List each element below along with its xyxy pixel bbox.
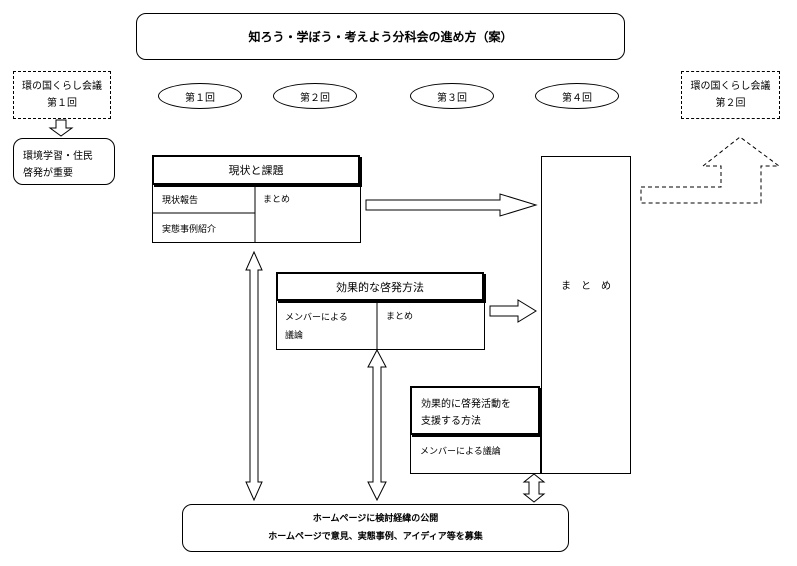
right-meeting-line1: 環の国くらし会議	[690, 81, 771, 92]
effective-summary-label: まとめ	[386, 312, 414, 322]
current-issues-header: 現状と課題	[152, 155, 360, 185]
current-case-label: 実態事例紹介	[162, 225, 217, 235]
current-report-label: 現状報告	[162, 196, 199, 206]
left-note-line2: 啓発が重要	[23, 168, 73, 179]
session-oval-3: 第３回	[410, 83, 494, 109]
effective-members-line2: 議論	[285, 331, 304, 341]
double-arrow-right-icon	[522, 473, 546, 503]
effective-members-cell: メンバーによる 議論	[285, 309, 348, 345]
support-method-header: 効果的に啓発活動を 支援する方法	[410, 386, 540, 435]
current-report-cell: 現状報告	[162, 193, 198, 206]
current-issues-title: 現状と課題	[228, 164, 284, 177]
left-meeting-box: 環の国くらし会議 第１回	[13, 71, 111, 119]
session-label-2: 第２回	[300, 92, 330, 104]
double-arrow-middle-icon	[367, 348, 387, 502]
right-arrow-effective-icon	[489, 299, 537, 323]
session-label-4: 第４回	[562, 92, 592, 104]
support-method-line1: 効果的に啓発活動を	[421, 399, 511, 410]
title-box: 知ろう・学ぼう・考えよう分科会の進め方（案）	[136, 13, 625, 60]
double-arrow-left-icon	[245, 250, 263, 502]
left-note-box: 環境学習・住民 啓発が重要	[13, 138, 115, 185]
support-members-label: メンバーによる議論	[420, 447, 501, 457]
session-label-3: 第３回	[437, 92, 467, 104]
support-members-cell: メンバーによる議論	[420, 444, 501, 457]
bent-dashed-arrow-icon	[640, 136, 781, 204]
down-arrow-icon	[48, 119, 74, 137]
effective-members-line1: メンバーによる	[285, 313, 348, 323]
effective-method-title: 効果的な啓発方法	[336, 280, 424, 294]
support-method-line2: 支援する方法	[421, 416, 481, 427]
page-title: 知ろう・学ぼう・考えよう分科会の進め方（案）	[248, 30, 513, 44]
current-case-cell: 実態事例紹介	[162, 222, 216, 235]
footer-line2: ホームページで意見、実態事例、アイディア等を募集	[268, 532, 483, 542]
session-oval-2: 第２回	[273, 83, 357, 109]
summary-column	[541, 156, 631, 474]
right-meeting-line2: 第２回	[715, 98, 746, 109]
left-meeting-line2: 第１回	[47, 98, 77, 109]
right-meeting-box: 環の国くらし会議 第２回	[681, 71, 780, 119]
session-oval-4: 第４回	[535, 83, 619, 109]
right-arrow-current-icon	[365, 193, 538, 217]
effective-method-header: 効果的な啓発方法	[276, 272, 484, 301]
current-summary-label: まとめ	[263, 195, 291, 205]
session-label-1: 第１回	[185, 92, 215, 104]
session-oval-1: 第１回	[158, 83, 242, 109]
current-summary-cell: まとめ	[263, 192, 290, 205]
footer-line1: ホームページに検討経緯の公開	[312, 514, 439, 524]
footer-box: ホームページに検討経緯の公開 ホームページで意見、実態事例、アイディア等を募集	[182, 504, 569, 552]
summary-column-label: ま と め	[561, 281, 611, 292]
left-note-line1: 環境学習・住民	[23, 151, 93, 162]
effective-summary-cell: まとめ	[386, 309, 413, 322]
effective-method-box	[276, 299, 485, 350]
left-meeting-line1: 環の国くらし会議	[22, 81, 102, 92]
support-method-box	[410, 434, 541, 474]
